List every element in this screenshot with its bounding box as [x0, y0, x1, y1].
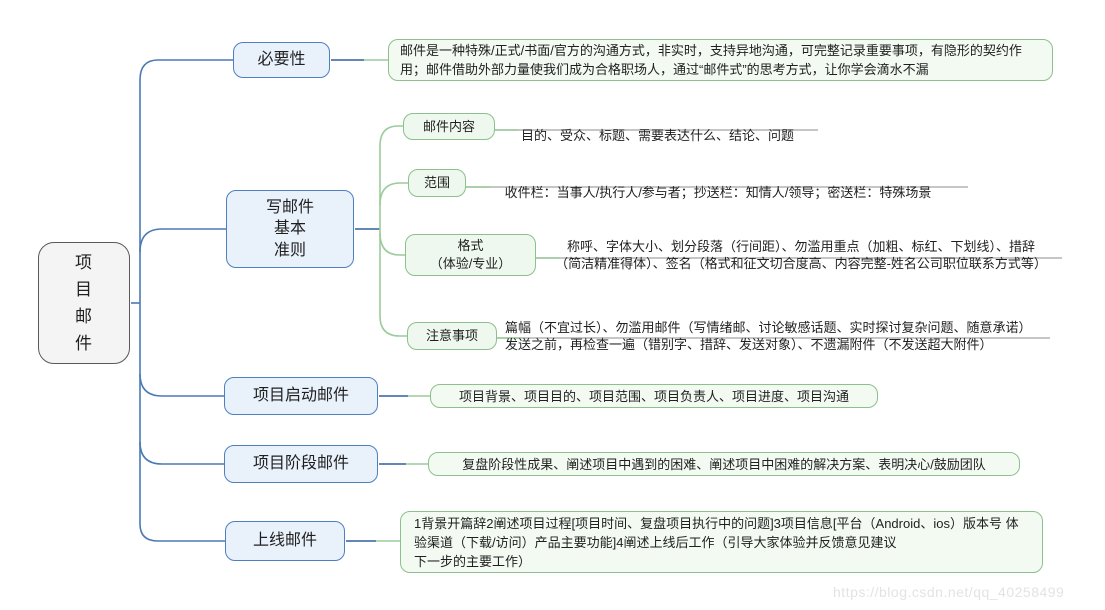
content-text: 1背景开篇辞2阐述项目过程[项目时间、复盘项目执行中的问题]3项目信息[平台（A… [414, 515, 1019, 569]
sub-node-label: 格式 （体验/专业） [429, 238, 512, 271]
sub-node-label: 范围 [423, 175, 450, 191]
branch-node-launch-email[interactable]: 上线邮件 [225, 521, 345, 561]
root-node-project-email[interactable]: 项 目 邮 件 [38, 242, 130, 364]
branch-node-label: 上线邮件 [252, 532, 317, 550]
line-topic-text: 篇幅（不宜过长）、勿滥用邮件（写情绪邮、讨论敏感话题、实时探讨复杂问题、随意承诺… [505, 320, 1032, 352]
content-box-project-kickoff[interactable]: 项目背景、项目目的、项目范围、项目负责人、项目进度、项目沟通 [430, 384, 878, 408]
root-node-label: 项 目 邮 件 [75, 253, 93, 353]
main-branch-edges [131, 59, 233, 542]
csdn-watermark: https://blog.csdn.net/qq_40258499 [833, 584, 1065, 600]
branch-node-label: 项目启动邮件 [252, 387, 349, 405]
sub-node-cautions[interactable]: 注意事项 [407, 322, 497, 350]
sub-node-scope[interactable]: 范围 [408, 169, 466, 197]
line-topic-format[interactable]: 称呼、字体大小、划分段落（行间距）、勿滥用重点（加粗、标红、下划线）、措辞 （简… [540, 221, 1062, 272]
content-box-launch[interactable]: 1背景开篇辞2阐述项目过程[项目时间、复盘项目执行中的问题]3项目信息[平台（A… [400, 511, 1043, 573]
branch-node-label: 必要性 [257, 51, 306, 69]
branch-node-necessity[interactable]: 必要性 [233, 42, 330, 78]
branch-node-project-kickoff-email[interactable]: 项目启动邮件 [224, 377, 378, 415]
line-topic-scope[interactable]: 收件栏：当事人/执行人/参与者；抄送栏：知情人/领导；密送栏：特殊场景 [468, 167, 968, 201]
content-text: 邮件是一种特殊/正式/书面/官方的沟通方式，非实时，支持异地沟通，可完整记录重要… [400, 43, 1022, 77]
sub-node-label: 注意事项 [425, 328, 478, 344]
branch-node-writing-principles[interactable]: 写邮件 基本 准则 [226, 190, 354, 268]
sub-node-format[interactable]: 格式 （体验/专业） [405, 234, 536, 276]
sub-node-label: 邮件内容 [422, 118, 475, 134]
line-topic-cautions[interactable]: 篇幅（不宜过长）、勿滥用邮件（写情绪邮、讨论敏感话题、实时探讨复杂问题、随意承诺… [505, 302, 1053, 353]
line-topic-text: 目的、受众、标题、需要表达什么、结论、问题 [520, 128, 794, 143]
sub-node-email-content[interactable]: 邮件内容 [403, 113, 495, 140]
content-text: 项目背景、项目目的、项目范围、项目负责人、项目进度、项目沟通 [458, 388, 849, 404]
branch-node-label: 项目阶段邮件 [252, 455, 349, 473]
content-box-project-phase[interactable]: 复盘阶段性成果、阐述项目中遇到的困难、阐述项目中困难的解决方案、表明决心/鼓励团… [428, 452, 1020, 476]
sub-branch-edges [379, 125, 408, 337]
content-box-necessity[interactable]: 邮件是一种特殊/正式/书面/官方的沟通方式，非实时，支持异地沟通，可完整记录重要… [388, 39, 1053, 81]
branch-node-project-phase-email[interactable]: 项目阶段邮件 [224, 445, 378, 483]
content-text: 复盘阶段性成果、阐述项目中遇到的困难、阐述项目中困难的解决方案、表明决心/鼓励团… [462, 456, 986, 472]
line-topic-email-content[interactable]: 目的、受众、标题、需要表达什么、结论、问题 [497, 110, 818, 144]
line-topic-text: 收件栏：当事人/执行人/参与者；抄送栏：知情人/领导；密送栏：特殊场景 [504, 185, 932, 200]
line-topic-text: 称呼、字体大小、划分段落（行间距）、勿滥用重点（加粗、标红、下划线）、措辞 （简… [555, 239, 1047, 271]
branch-node-label: 写邮件 基本 准则 [265, 199, 314, 259]
